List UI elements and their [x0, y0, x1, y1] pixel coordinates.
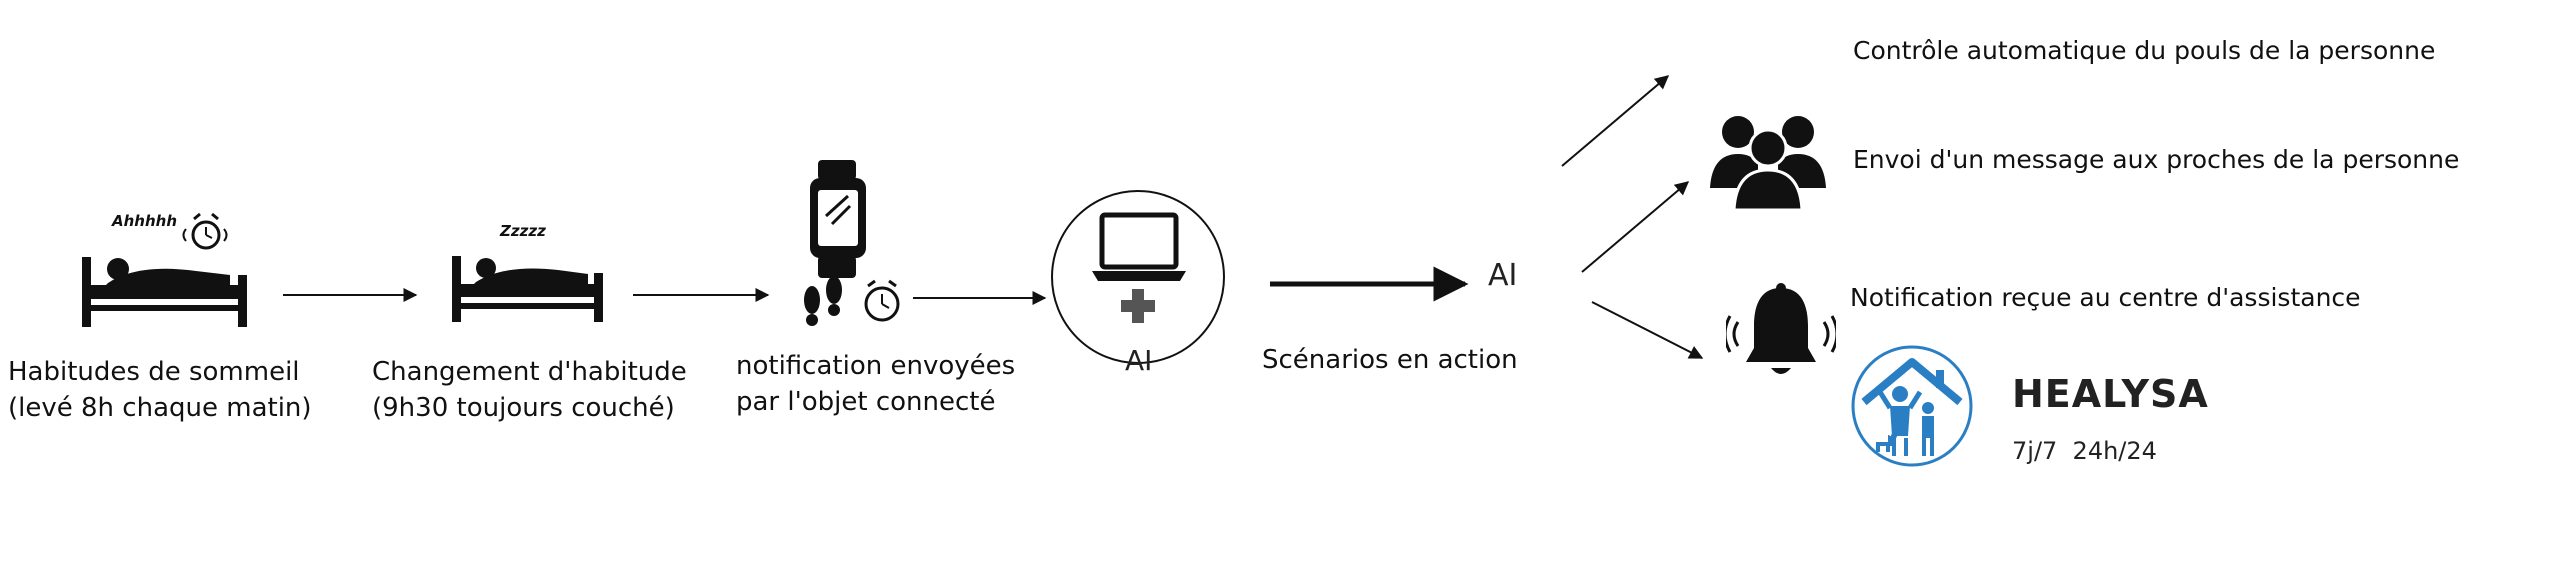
alarm-clock-icon: [864, 279, 900, 322]
outcome-message-label: Envoi d'un message aux proches de la per…: [1853, 145, 2460, 174]
step2-line2: (9h30 toujours couché): [372, 393, 675, 423]
ai-circle-label: AI: [1125, 344, 1153, 377]
step1-line2: (levé 8h chaque matin): [8, 393, 312, 423]
arrow-outcome-3: [1591, 301, 1704, 359]
arrow-outcome-1: [1561, 75, 1670, 167]
snore-text: Ahhhhh: [112, 212, 178, 230]
laptop-icon: [1092, 212, 1186, 281]
step3-line1: notification envoyées: [736, 351, 1016, 381]
step1-label: Habitudes de sommeil (levé 8h chaque mat…: [8, 354, 312, 426]
plus-icon: [1121, 289, 1155, 323]
healysa-logo-icon: [1851, 345, 1973, 467]
bed-sleeping-icon: [452, 256, 603, 322]
step3-line2: par l'objet connecté: [736, 387, 996, 417]
ai-circle: [1051, 190, 1225, 364]
bed-alarm-icon: [82, 212, 247, 327]
outcome-assistance-label: Notification reçue au centre d'assistanc…: [1850, 283, 2361, 312]
brand-hours: 7j/7 24h/24: [2012, 437, 2157, 465]
smartwatch-icon: [804, 160, 900, 326]
bell-icon: [1726, 283, 1836, 374]
step3-label: notification envoyées par l'objet connec…: [736, 348, 1015, 420]
sleep-zzz-text: Zzzzz: [500, 222, 546, 240]
step1-line1: Habitudes de sommeil: [8, 357, 300, 387]
scenarios-label: Scénarios en action: [1262, 345, 1518, 375]
step2-label: Changement d'habitude (9h30 toujours cou…: [372, 354, 687, 426]
scenarios-ai-label: AI: [1488, 258, 1518, 293]
footsteps-icon: [804, 276, 842, 326]
arrow-outcome-2: [1581, 181, 1690, 273]
brand-name: HEALYSA: [2012, 372, 2209, 416]
outcome-pulse-label: Contrôle automatique du pouls de la pers…: [1853, 36, 2436, 65]
step2-line1: Changement d'habitude: [372, 357, 687, 387]
people-group-icon: [1710, 116, 1826, 212]
